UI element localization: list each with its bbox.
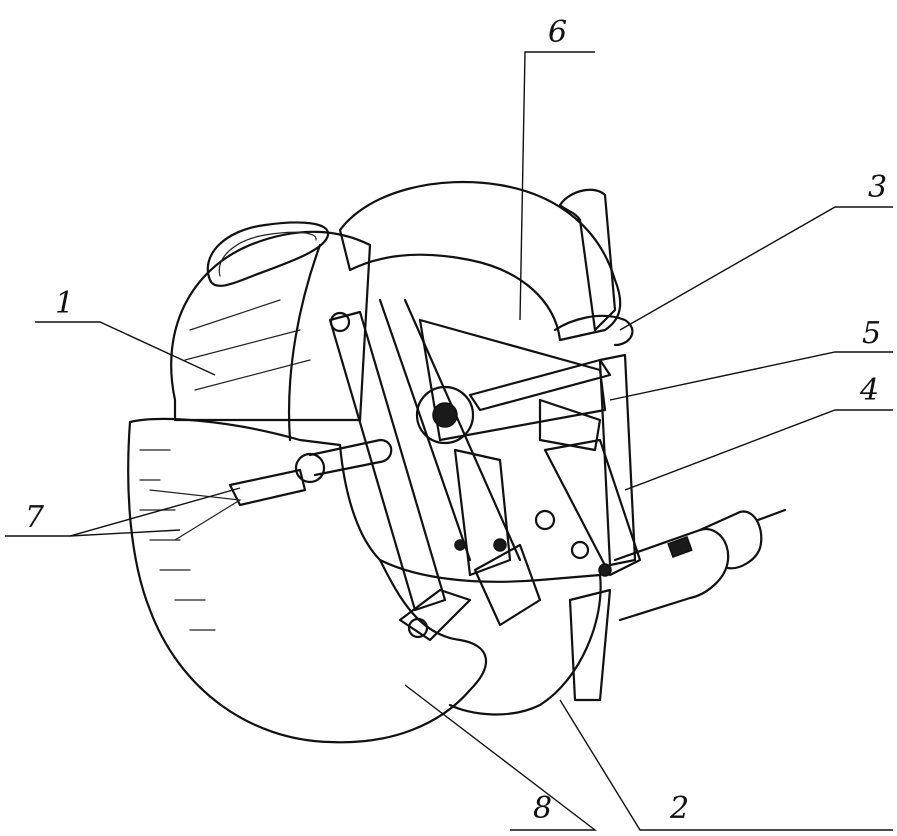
callout-6: 6: [548, 15, 567, 50]
handle-loop: [206, 221, 330, 287]
callout-8: 8: [533, 791, 552, 826]
right-shaft: [613, 508, 787, 622]
lower-cylinder: [378, 558, 612, 716]
curved-rod: [287, 243, 322, 442]
inner-mechanism: [328, 298, 642, 642]
right-bracket: [558, 188, 617, 332]
callout-4: 4: [859, 373, 879, 408]
back-shell: [170, 230, 372, 422]
front-disc: [127, 417, 488, 744]
top-arch: [338, 180, 634, 347]
callout-5: 5: [862, 316, 881, 351]
left-lever: [149, 438, 393, 541]
callout-7: 7: [25, 500, 45, 535]
callout-1: 1: [55, 286, 74, 321]
leader-lines: [5, 51, 893, 831]
callout-2: 2: [669, 791, 689, 826]
callout-3: 3: [868, 170, 887, 205]
